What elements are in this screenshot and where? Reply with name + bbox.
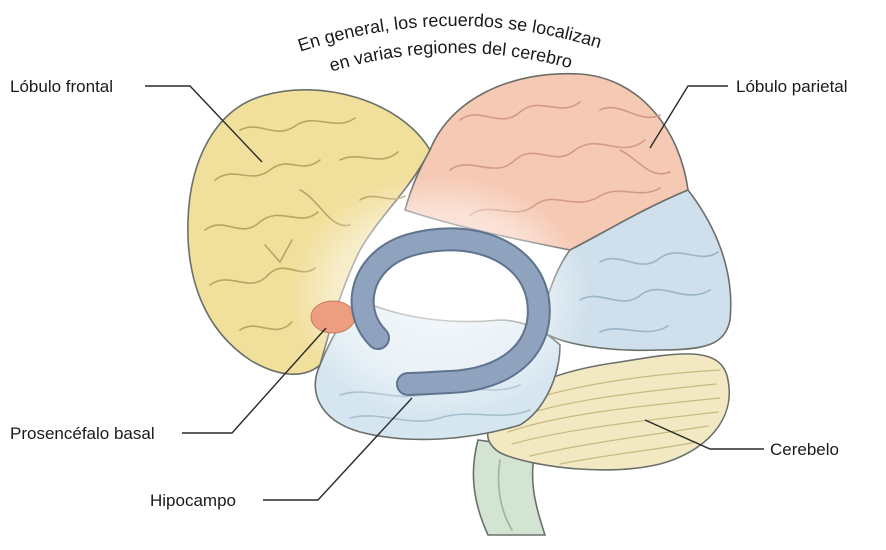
label-basal-forebrain: Prosencéfalo basal	[10, 424, 155, 443]
label-frontal-lobe: Lóbulo frontal	[10, 77, 113, 96]
label-hippocampus: Hipocampo	[150, 491, 236, 510]
basal-forebrain	[311, 301, 355, 333]
caption-line-2: en varias regiones del cerebro	[327, 37, 574, 76]
label-cerebellum: Cerebelo	[770, 440, 839, 459]
label-parietal-lobe: Lóbulo parietal	[736, 77, 848, 96]
